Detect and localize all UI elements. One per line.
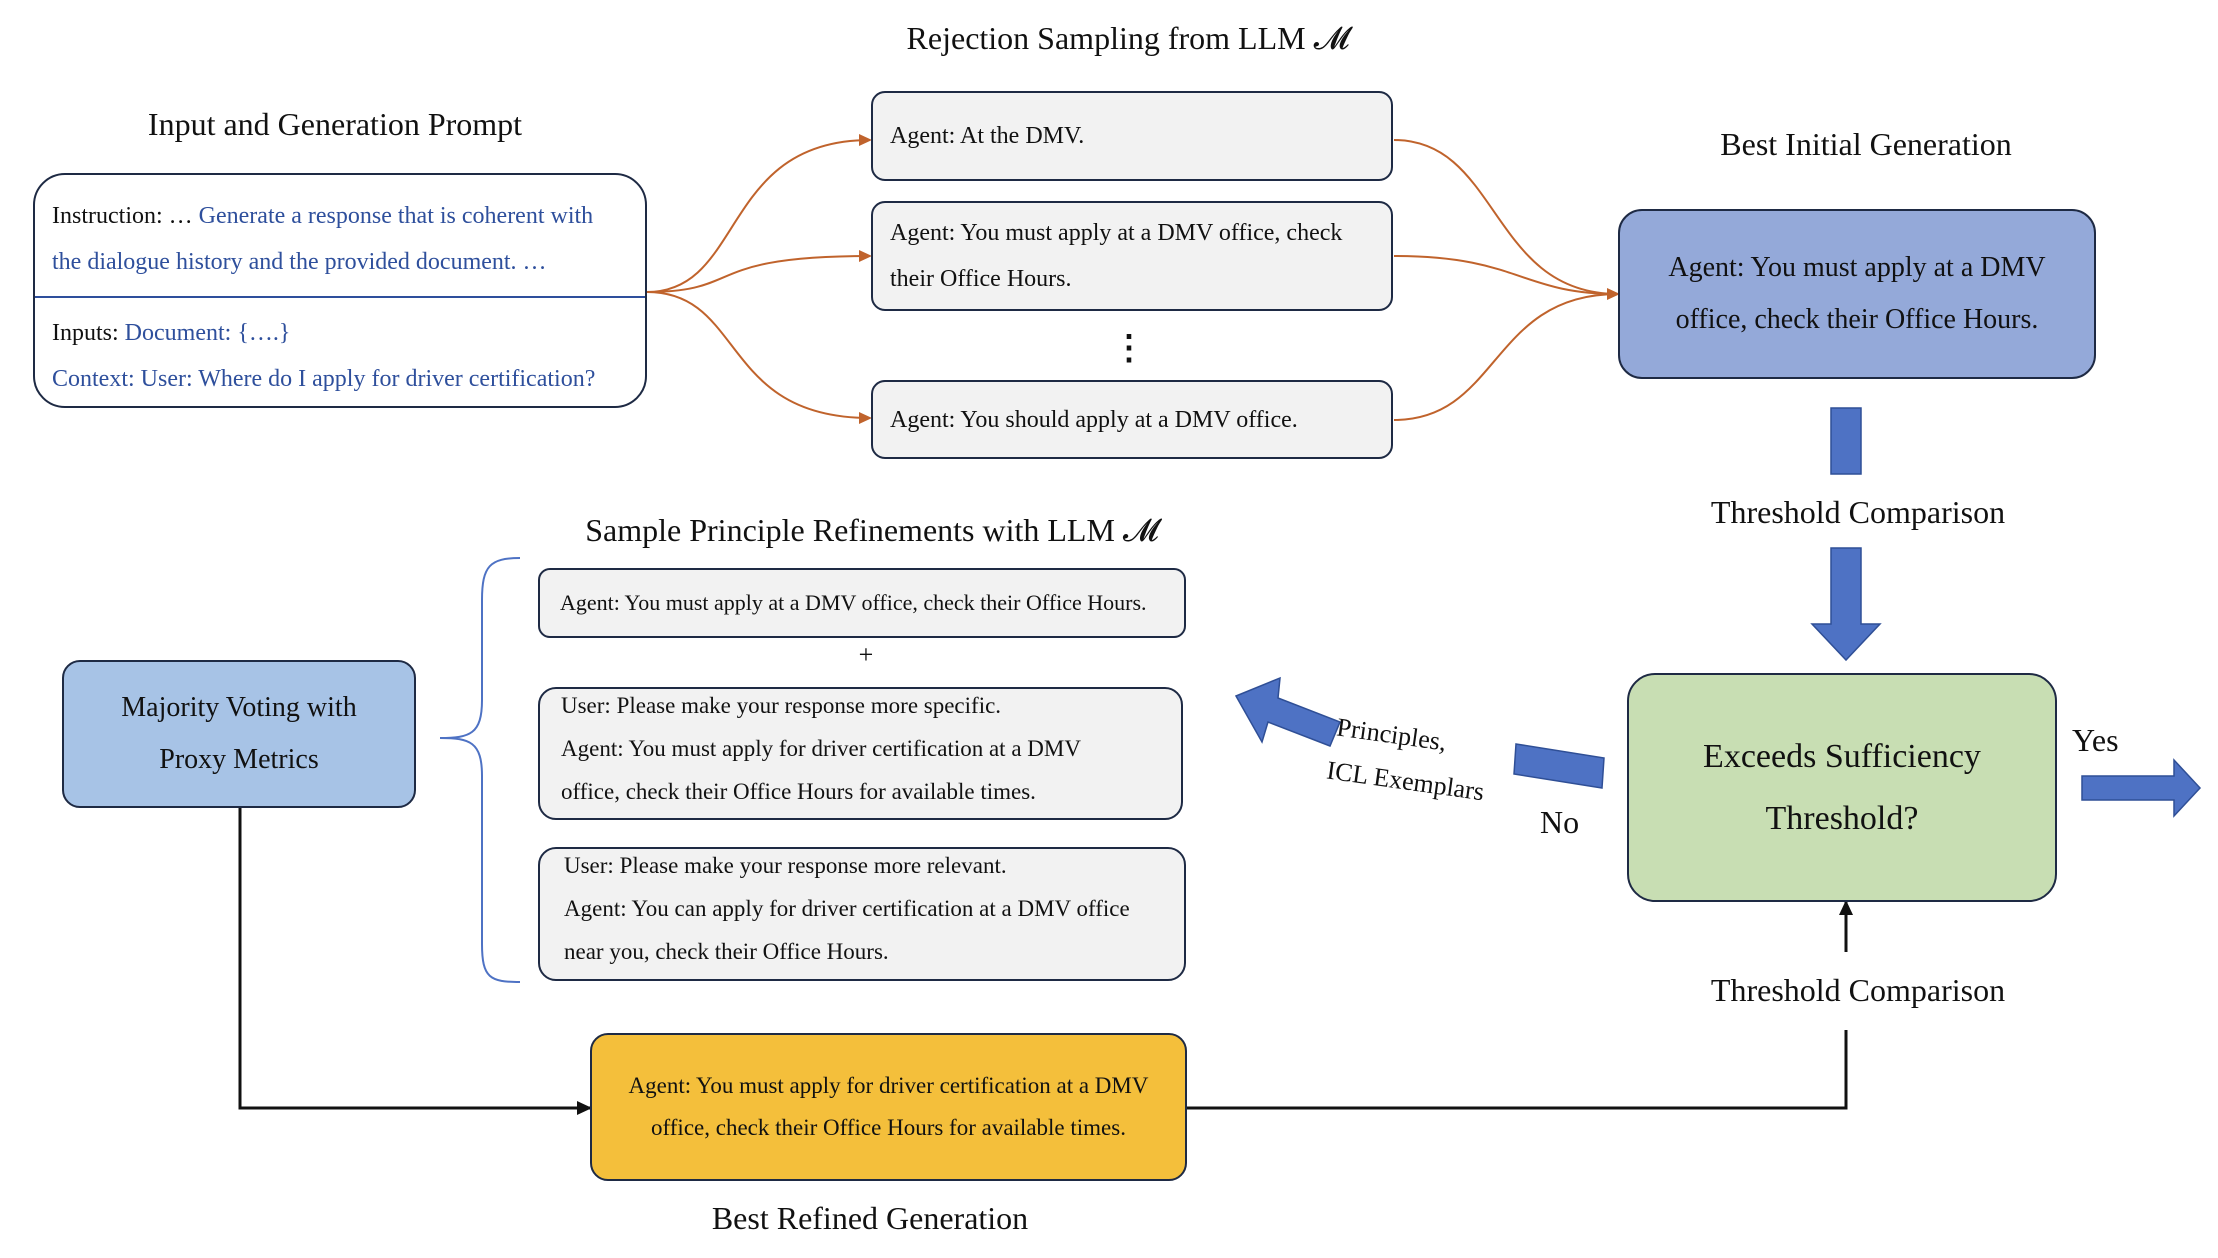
best-refined-box: Agent: You must apply for driver certifi… bbox=[590, 1033, 1187, 1181]
refinements-brace bbox=[439, 557, 521, 983]
connector-bar-top bbox=[1830, 407, 1862, 475]
refined-to-threshold-line bbox=[1187, 1030, 1848, 1110]
refinement-box-1: User: Please make your response more spe… bbox=[538, 687, 1183, 820]
refinements-title: Sample Principle Refinements with LLM 𝓜 bbox=[585, 512, 1159, 548]
refinement-1-line-2: Agent: You must apply for driver certifi… bbox=[561, 736, 1081, 761]
input-prompt-box: Instruction: … Generate a response that … bbox=[33, 173, 647, 408]
majority-line-1: Majority Voting with bbox=[121, 692, 357, 723]
fanin-arrow-2 bbox=[1393, 255, 1619, 295]
best-refined-line-2: office, check their Office Hours for ava… bbox=[651, 1115, 1126, 1140]
sample-2-line-1: Agent: You must apply at a DMV office, c… bbox=[890, 220, 1343, 246]
refinement-1-line-3: office, check their Office Hours for ava… bbox=[561, 779, 1036, 804]
refinement-base-box: Agent: You must apply at a DMV office, c… bbox=[538, 568, 1186, 638]
sample-3-text: Agent: You should apply at a DMV office. bbox=[890, 407, 1298, 433]
majority-voting-box: Majority Voting with Proxy Metrics bbox=[62, 660, 416, 808]
best-initial-line-2: office, check their Office Hours. bbox=[1675, 304, 2039, 335]
fanin-arrow-3 bbox=[1393, 293, 1619, 421]
samples-ellipsis: ⋮ bbox=[1112, 330, 1146, 367]
refinement-plus: + bbox=[858, 640, 874, 669]
best-initial-title: Best Initial Generation bbox=[1720, 126, 2012, 162]
best-initial-box: Agent: You must apply at a DMV office, c… bbox=[1618, 209, 2096, 379]
refinement-box-2: User: Please make your response more rel… bbox=[538, 847, 1186, 981]
sample-box-1: Agent: At the DMV. bbox=[871, 91, 1393, 181]
refinement-2-line-3: near you, check their Office Hours. bbox=[564, 939, 889, 964]
no-arrow-tail bbox=[1513, 743, 1605, 789]
sample-1-text: Agent: At the DMV. bbox=[890, 123, 1085, 149]
fanout-arrow-2 bbox=[646, 250, 872, 293]
sample-2-line-2: their Office Hours. bbox=[890, 266, 1072, 292]
sample-box-3: Agent: You should apply at a DMV office. bbox=[871, 380, 1393, 459]
fanin-arrow-1 bbox=[1393, 139, 1620, 300]
decision-line-2: Threshold? bbox=[1765, 799, 1919, 837]
no-arrow-head bbox=[1234, 676, 1341, 747]
best-refined-line-1: Agent: You must apply for driver certifi… bbox=[628, 1073, 1149, 1098]
input-box-divider bbox=[35, 296, 645, 298]
threshold-comparison-bottom-label: Threshold Comparison bbox=[1710, 972, 2006, 1008]
refinement-2-line-1: User: Please make your response more rel… bbox=[564, 853, 1007, 878]
instruction-line: Instruction: … Generate a response that … bbox=[52, 193, 593, 239]
fanout-arrow-1 bbox=[646, 134, 872, 293]
yes-label: Yes bbox=[2072, 722, 2119, 758]
no-label: No bbox=[1540, 804, 1580, 840]
decision-line-1: Exceeds Sufficiency bbox=[1703, 737, 1981, 775]
instruction-label: Instruction: … bbox=[52, 203, 199, 229]
refinement-base-text: Agent: You must apply at a DMV office, c… bbox=[560, 590, 1147, 615]
instruction-text-1: Generate a response that is coherent wit… bbox=[198, 203, 594, 229]
best-refined-title: Best Refined Generation bbox=[711, 1200, 1029, 1236]
majority-line-2: Proxy Metrics bbox=[159, 744, 319, 775]
instruction-text-2: the dialogue history and the provided do… bbox=[52, 249, 547, 275]
down-arrow-to-decision bbox=[1810, 547, 1882, 662]
best-initial-line-1: Agent: You must apply at a DMV bbox=[1668, 252, 2046, 283]
fanout-arrow-3 bbox=[646, 291, 872, 424]
inputs-label: Inputs: bbox=[52, 320, 125, 346]
refinement-1-line-1: User: Please make your response more spe… bbox=[561, 693, 1002, 718]
sufficiency-decision-box: Exceeds Sufficiency Threshold? bbox=[1627, 673, 2057, 902]
inputs-line: Inputs: Document: {….} bbox=[52, 310, 290, 356]
context-line: Context: User: Where do I apply for driv… bbox=[52, 366, 596, 392]
input-prompt-title: Input and Generation Prompt bbox=[147, 106, 523, 142]
refinement-2-line-2: Agent: You can apply for driver certific… bbox=[564, 896, 1130, 921]
majority-to-refined-arrow bbox=[238, 808, 592, 1115]
document-value: Document: {….} bbox=[124, 320, 291, 346]
yes-arrow bbox=[2081, 758, 2202, 818]
rejection-sampling-title: Rejection Sampling from LLM 𝓜 bbox=[906, 20, 1350, 56]
sample-box-2: Agent: You must apply at a DMV office, c… bbox=[871, 201, 1393, 311]
threshold-comparison-top-label: Threshold Comparison bbox=[1710, 494, 2006, 530]
